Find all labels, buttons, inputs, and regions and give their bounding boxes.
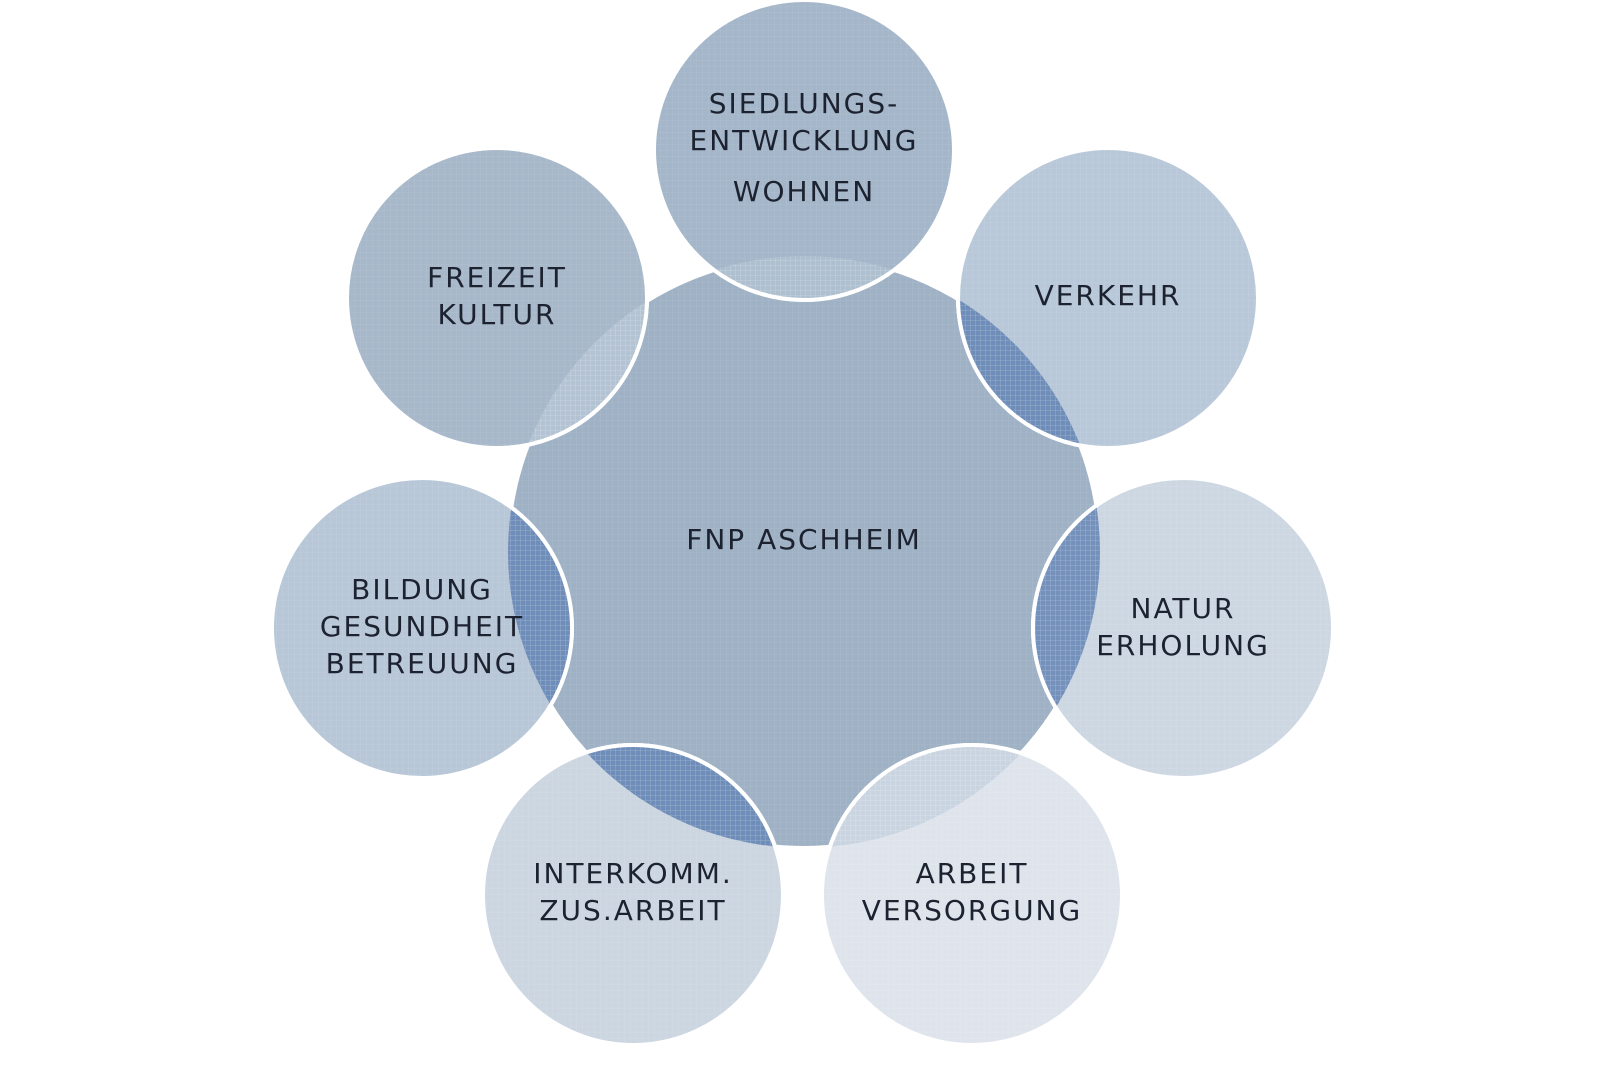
- center-label: FNP ASCHHEIM: [686, 523, 922, 556]
- center-circle: [506, 254, 1102, 850]
- freizeit-label-line-1: FREIZEIT: [427, 261, 567, 294]
- natur-label-line-2: ERHOLUNG: [1096, 629, 1270, 662]
- natur-label-line-1: NATUR: [1131, 592, 1236, 625]
- siedlung-sub-label: WOHNEN: [733, 175, 875, 208]
- topic-siedlung: [652, 0, 956, 302]
- topic-bildung: [270, 476, 574, 780]
- siedlung-label-line-1: SIEDLUNGS-: [709, 87, 900, 120]
- interkomm-label-line-2: ZUS.ARBEIT: [539, 894, 726, 927]
- bildung-label-line-1: BILDUNG: [351, 573, 493, 606]
- freizeit-label-line-2: KULTUR: [438, 298, 557, 331]
- arbeit-label-line-2: VERSORGUNG: [862, 894, 1082, 927]
- topic-natur: [1031, 476, 1335, 780]
- bildung-label-line-2: GESUNDHEIT: [320, 610, 524, 643]
- siedlung-label-line-2: ENTWICKLUNG: [690, 124, 919, 157]
- interkomm-label-line-1: INTERKOMM.: [533, 857, 733, 890]
- arbeit-label-line-1: ARBEIT: [916, 857, 1029, 890]
- verkehr-label: VERKEHR: [1035, 279, 1182, 312]
- bildung-label-line-3: BETREUUNG: [326, 647, 519, 680]
